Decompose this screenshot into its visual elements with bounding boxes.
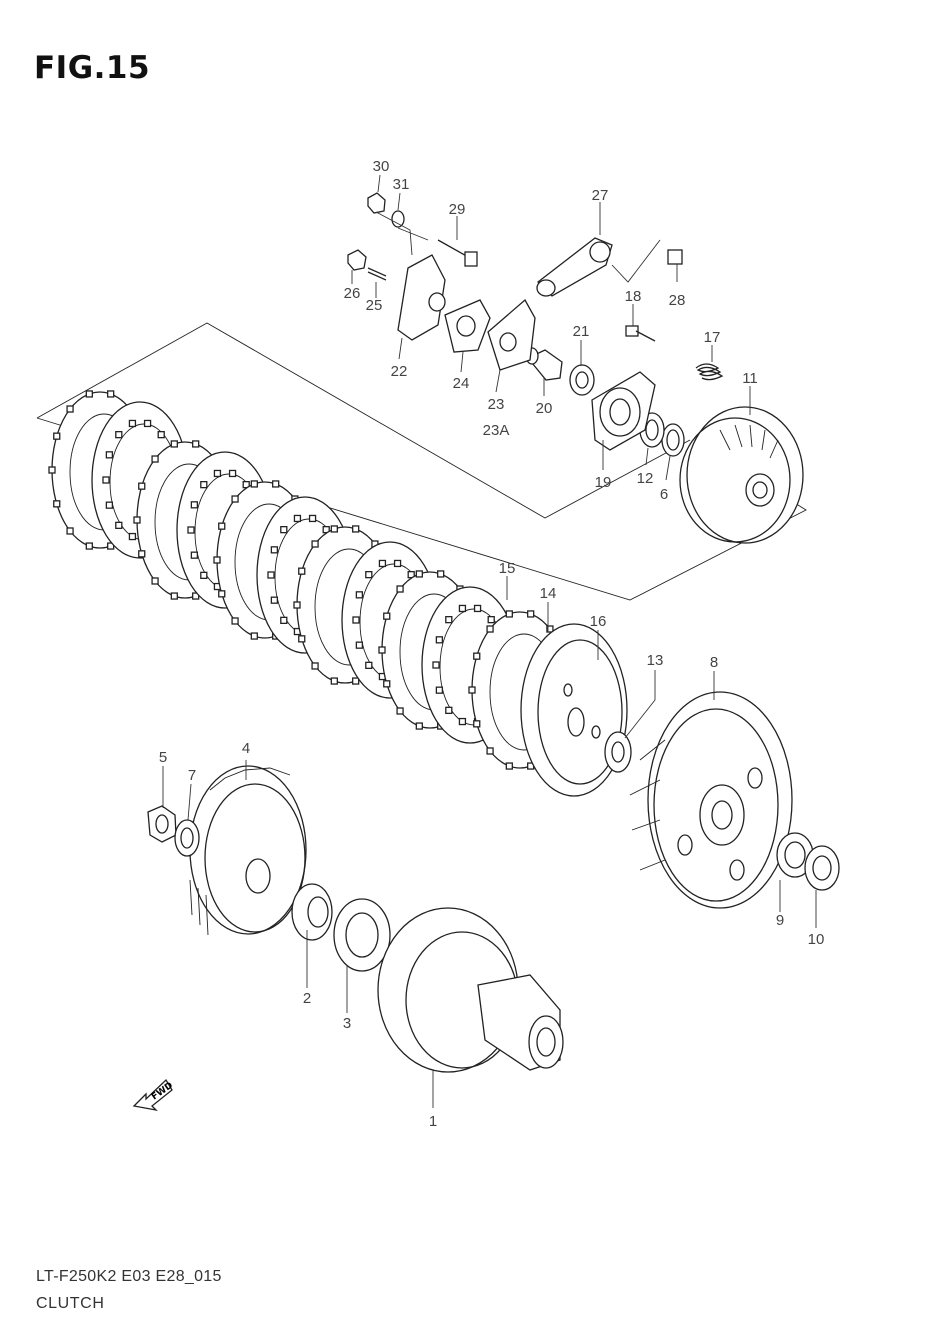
callout-23: 23 [488,396,505,413]
callout-25: 25 [366,297,383,314]
part-6-washer [661,423,685,457]
callout-6: 6 [660,486,668,503]
part-31-washer [391,210,405,228]
callout-15: 15 [499,560,516,577]
callout-9: 9 [776,912,784,929]
callout-19: 19 [595,474,612,491]
part-18-bolt [625,325,656,342]
callout-10: 10 [808,931,825,948]
part-24-gasket [444,299,491,353]
part-28-screw [667,249,683,265]
figure-caption: CLUTCH [36,1295,105,1312]
part-3-one-way-clutch [333,898,391,972]
plate-stack-bracket [36,322,807,601]
part-27-release-arm [536,237,613,297]
part-13-washer [604,731,632,773]
callout-22: 22 [391,363,408,380]
callout-2: 2 [303,990,311,1007]
callout-11: 11 [742,370,758,387]
callout-29: 29 [449,201,466,218]
part-16-pressure-plate [520,623,628,797]
callout-16: 16 [590,613,607,630]
callout-27: 27 [592,187,609,204]
part-25-stud [367,267,387,281]
callout-18: 18 [625,288,642,305]
part-22-bracket [397,254,446,341]
part-17-spring [695,363,724,381]
part-21-bearing [569,364,595,396]
callout-8: 8 [710,654,718,671]
callout-13: 13 [647,652,664,669]
callout-26: 26 [344,285,361,302]
callout-leaders [162,174,817,1108]
fwd-arrow-icon: FWD [132,1078,175,1112]
callout-numbers: 1 2 3 4 5 6 7 8 9 10 11 12 13 14 15 16 1… [159,158,825,1130]
part-1-clutch-drum [377,907,564,1073]
callout-21: 21 [573,323,590,340]
callout-7: 7 [188,767,196,784]
part-26-nut [347,249,367,271]
part-23-cam-plate [487,298,536,371]
part-29-bolt [437,239,478,267]
part-2-bearing [291,883,333,941]
callout-1: 1 [429,1113,437,1130]
model-code: LT-F250K2 E03 E28_015 [36,1268,222,1285]
part-8-primary-driven-gear [629,691,793,909]
clutch-plates [48,390,572,770]
part-10-washer [804,845,840,891]
callout-17: 17 [704,329,721,346]
part-11-clutch-sleeve-hub [679,406,804,544]
callout-24: 24 [453,375,470,392]
callout-3: 3 [343,1015,351,1032]
part-7-washer [174,819,200,857]
callout-30: 30 [373,158,390,175]
callout-12: 12 [637,470,654,487]
callout-20: 20 [536,400,553,417]
callout-5: 5 [159,749,167,766]
part-4-centrifugal-clutch [189,765,307,936]
callout-31: 31 [393,176,410,193]
figure-title: FIG.15 [34,50,151,86]
callout-28: 28 [669,292,686,309]
part-30-nut [367,192,386,214]
part-19-lifter-plate [591,371,656,451]
callout-4: 4 [242,740,250,757]
callout-14: 14 [540,585,557,602]
callout-23a: 23A [483,422,510,439]
part-5-nut [147,805,177,843]
